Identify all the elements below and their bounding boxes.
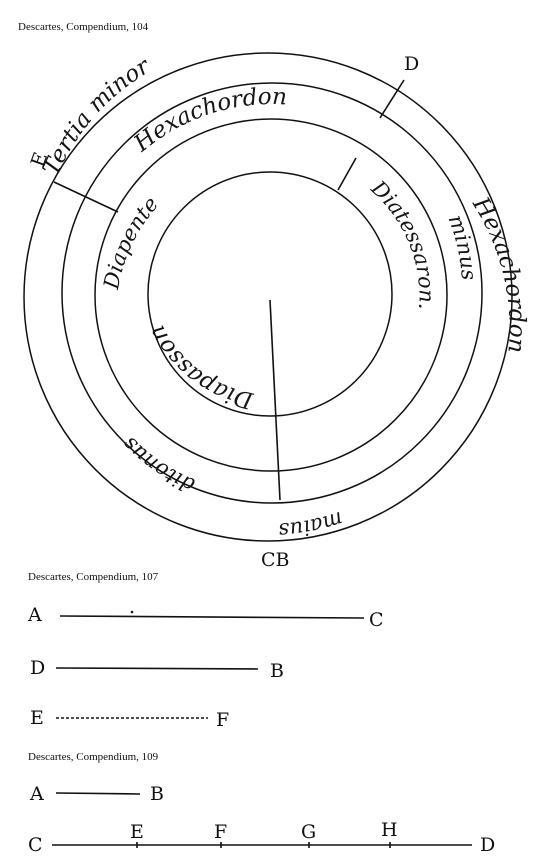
fig107-label-c: C xyxy=(369,609,384,631)
fig109-lines: A B C E F G H D xyxy=(28,783,495,856)
radius-line xyxy=(269,299,281,501)
text-minus: minus xyxy=(444,212,482,282)
fig109-label-b: B xyxy=(150,783,164,805)
line-db xyxy=(55,667,259,670)
divider-d xyxy=(379,79,405,119)
fig107-label-b: B xyxy=(270,660,284,682)
label-d: D xyxy=(404,53,419,75)
text-diatessaron: Diatessaron. xyxy=(366,175,439,310)
divider-inner xyxy=(337,157,357,191)
fig109-label-a: A xyxy=(29,783,44,805)
divider-e xyxy=(53,181,119,213)
fig109-label-f: F xyxy=(214,821,227,843)
third-ring xyxy=(94,118,448,472)
line-ab xyxy=(55,792,141,795)
text-maius: maius xyxy=(278,507,346,543)
fig109-label-c: C xyxy=(28,834,43,856)
dot-ac xyxy=(130,610,134,614)
caption-fig109: Descartes, Compendium, 109 xyxy=(28,751,159,763)
fig109-label-e: E xyxy=(130,821,144,843)
label-cb: CB xyxy=(261,549,290,571)
second-ring xyxy=(61,82,483,504)
fig109-label-d: D xyxy=(480,834,495,856)
circle-diagram: D E CB Tertia minor Hexachordon Hexachor… xyxy=(23,52,530,571)
inner-ring xyxy=(147,171,393,417)
outer-ring xyxy=(23,52,513,542)
text-ditonus: ditonus xyxy=(117,432,198,497)
fig107-label-d: D xyxy=(30,657,45,679)
text-hexachordon: Hexachordon xyxy=(129,84,288,158)
fig107-label-a: A xyxy=(27,604,42,626)
fig109-label-h: H xyxy=(381,819,398,841)
fig107-lines: A C D B E F xyxy=(27,604,384,731)
fig107-label-e: E xyxy=(30,707,44,729)
caption-fig104: Descartes, Compendium, 104 xyxy=(18,21,149,33)
line-ac xyxy=(59,615,365,619)
fig107-label-f: F xyxy=(216,709,229,731)
fig109-label-g: G xyxy=(301,821,316,843)
text-tertia-minor: Tertia minor xyxy=(38,52,156,179)
caption-fig107: Descartes, Compendium, 107 xyxy=(28,571,159,583)
text-diapasson: Diapasson xyxy=(144,321,256,414)
